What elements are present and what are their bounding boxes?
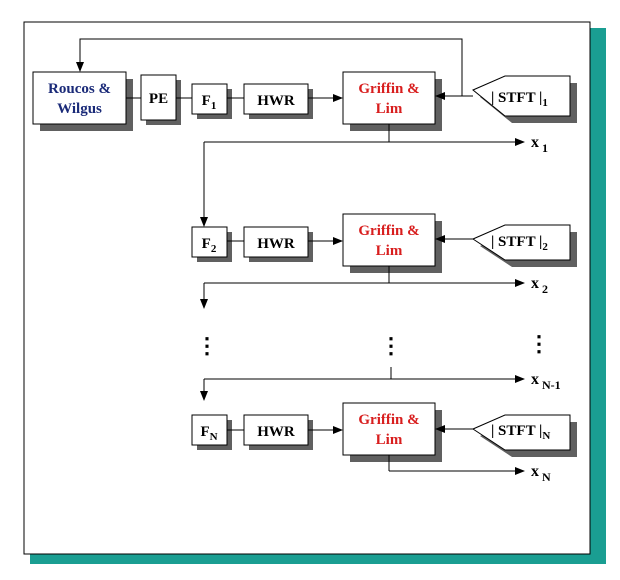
stft2-block (471, 224, 571, 261)
xn-letter: x (531, 463, 539, 480)
f1-letter: F (202, 93, 211, 109)
pe-block (140, 74, 177, 121)
griffin1-block (342, 71, 436, 125)
stftn-text: | STFT | (491, 423, 542, 439)
x2-letter: x (531, 275, 539, 292)
stftn-label: | STFT |N (491, 423, 550, 442)
roucos-line1: Roucos & (48, 81, 111, 97)
griffin2-line2: Lim (376, 243, 403, 259)
stftn-subscript: N (542, 430, 550, 442)
roucos-line2: Wilgus (57, 101, 102, 117)
fn-subscript: N (210, 431, 218, 443)
stftn-block (471, 414, 571, 451)
stft1-subscript: 1 (542, 97, 548, 109)
hwrn-block (243, 414, 309, 446)
stft2-subscript: 2 (542, 241, 548, 253)
stft1-text: | STFT | (491, 90, 542, 106)
griffin2-line1: Griffin & (358, 223, 419, 239)
x2-subscript: 2 (542, 282, 548, 296)
stft1-block (472, 75, 571, 117)
f1-subscript: 1 (211, 100, 217, 112)
fn-letter: F (200, 424, 209, 440)
hwr1-label: HWR (257, 93, 295, 109)
hwr1-block (243, 83, 309, 115)
griffin1-line1: Griffin & (358, 81, 419, 97)
pe-label: PE (149, 91, 168, 107)
fn-block (191, 414, 228, 446)
ellipsis-right: ⋮ (528, 331, 550, 356)
ellipsis-left: ⋮ (196, 333, 218, 358)
xn-subscript: N (542, 470, 551, 484)
xn1-letter: x (531, 371, 539, 388)
x1-subscript: 1 (542, 141, 548, 155)
griffin2-block (342, 213, 436, 267)
f2-letter: F (202, 236, 211, 252)
fn-label: FN (200, 424, 217, 443)
f1-block (191, 83, 228, 115)
griffin1-line2: Lim (376, 101, 403, 117)
f2-label: F2 (202, 236, 217, 255)
griffinn-line1: Griffin & (358, 412, 419, 428)
griffinn-line2: Lim (376, 432, 403, 448)
f2-block (191, 226, 228, 258)
ellipsis-middle: ⋮ (380, 333, 402, 358)
stft1-label: | STFT |1 (491, 90, 548, 109)
hwr2-block (243, 226, 309, 258)
x1-letter: x (531, 134, 539, 151)
stft2-text: | STFT | (491, 234, 542, 250)
f2-subscript: 2 (211, 243, 217, 255)
f1-label: F1 (202, 93, 217, 112)
stft2-label: | STFT |2 (491, 234, 548, 253)
feedback-loop (76, 38, 463, 96)
hwrn-label: HWR (257, 424, 295, 440)
xn1-subscript: N-1 (542, 378, 561, 392)
hwr2-label: HWR (257, 236, 295, 252)
